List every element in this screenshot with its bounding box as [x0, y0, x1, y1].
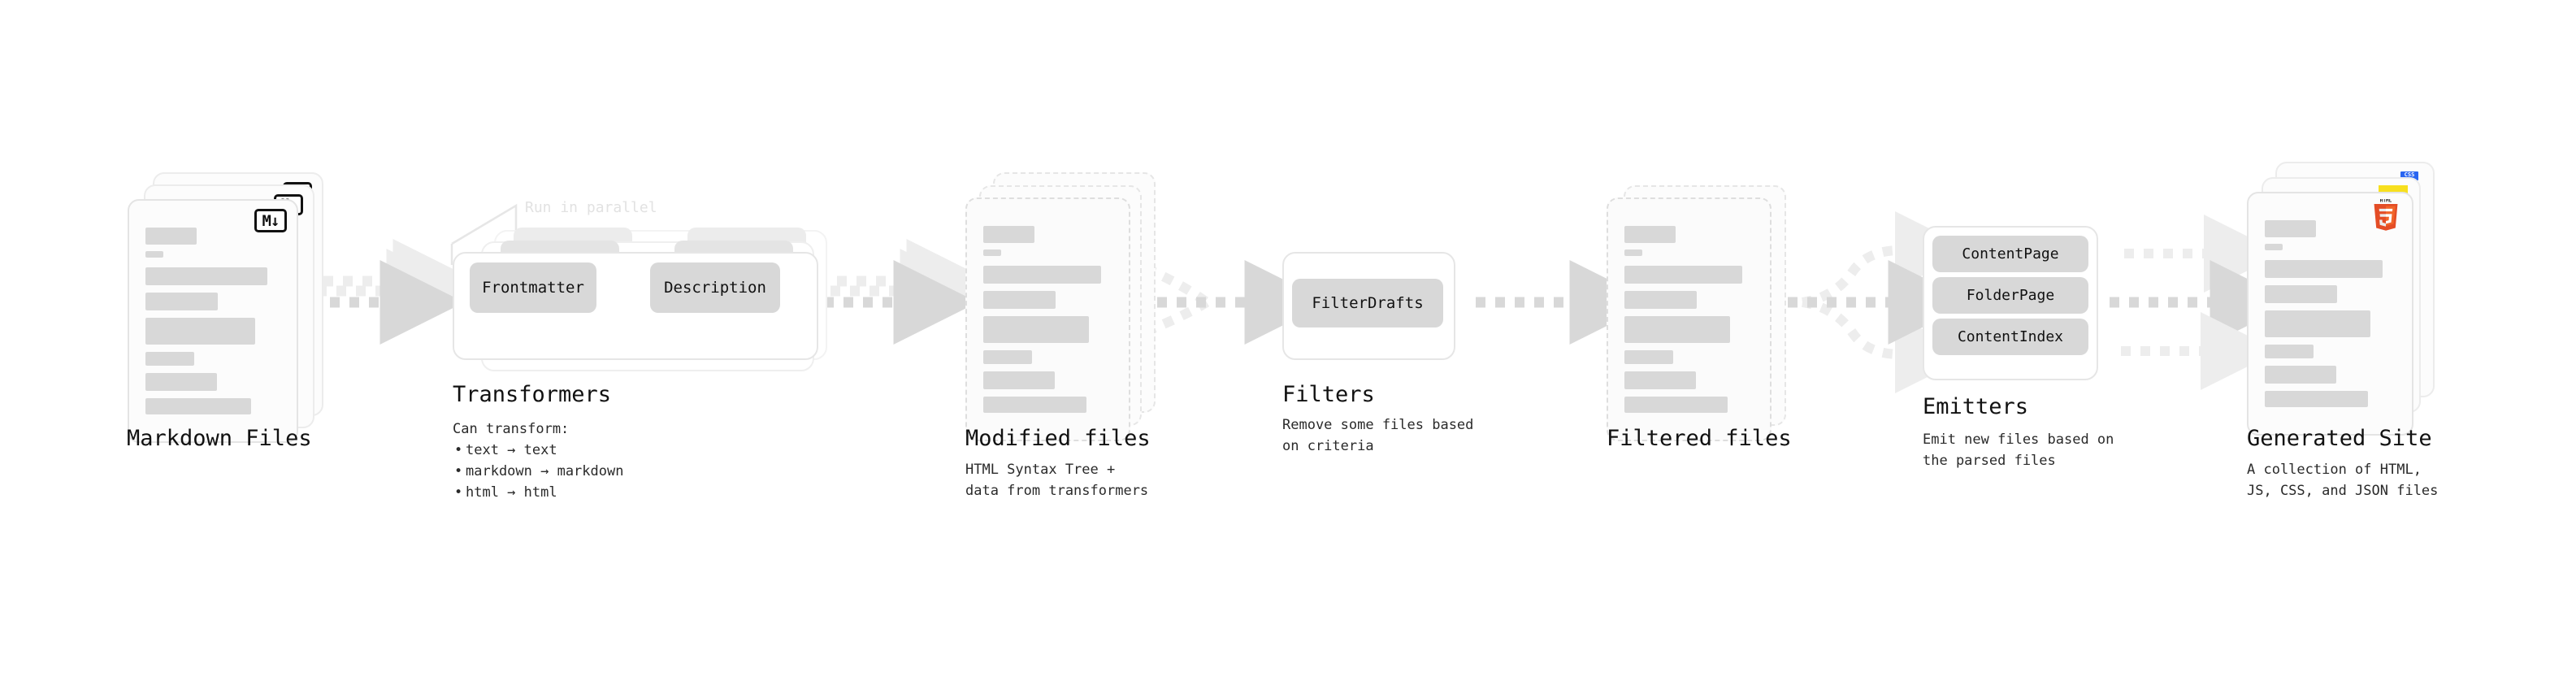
- site-card-front: HTML: [2247, 192, 2413, 436]
- arrow-filtered-to-emitters: [1788, 211, 1973, 393]
- arrow-emitters-to-site: [2110, 215, 2295, 390]
- emitters-chip-label: FolderPage: [1966, 287, 2055, 304]
- transformers-bullet: html → html: [453, 482, 623, 503]
- transformer-chip-label: Description: [664, 279, 766, 297]
- emitters-chip-label: ContentIndex: [1957, 328, 2064, 345]
- css3-icon-label: CSS: [2404, 171, 2415, 178]
- emitters-chip-label: ContentPage: [1962, 245, 2059, 262]
- filtered-card-front: [1607, 197, 1772, 441]
- modified-files-title: Modified files: [965, 426, 1151, 451]
- transformers-subtitle: Can transform:: [453, 421, 570, 437]
- transformers-bullet: text → text: [453, 440, 623, 461]
- arrow-transformers-to-modified: [824, 239, 991, 345]
- emitters-subtitle: Emit new files based on the parsed files: [1923, 432, 2114, 469]
- transformer-chip-label: Frontmatter: [482, 279, 584, 297]
- markdown-files-title: Markdown Files: [127, 426, 312, 451]
- transformer-chip-frontmatter[interactable]: Frontmatter: [470, 262, 596, 313]
- transformer-chip-description[interactable]: Description: [650, 262, 780, 313]
- generated-site-subtitle: A collection of HTML, JS, CSS, and JSON …: [2247, 462, 2439, 499]
- emitters-chip-contentpage[interactable]: ContentPage: [1932, 236, 2088, 272]
- html5-icon: HTML: [2374, 199, 2398, 231]
- emitters-chip-contentindex[interactable]: ContentIndex: [1932, 319, 2088, 355]
- transformers-title: Transformers: [453, 382, 612, 407]
- filters-chip-label: FilterDrafts: [1312, 294, 1424, 312]
- transformers-bullet: markdown → markdown: [453, 461, 623, 482]
- filtered-files-title: Filtered files: [1607, 426, 1792, 451]
- modified-files-subtitle: HTML Syntax Tree + data from transformer…: [965, 462, 1149, 499]
- svg-text:HTML: HTML: [2380, 199, 2392, 203]
- emitters-title: Emitters: [1923, 394, 2029, 419]
- markdown-card-front: M↓: [128, 199, 298, 443]
- run-in-parallel-label: Run in parallel: [525, 199, 657, 216]
- css3-icon: CSS: [2400, 171, 2418, 180]
- generated-site-title: Generated Site: [2247, 426, 2432, 451]
- arrow-markdown-to-transformers: [310, 239, 478, 345]
- transformers-bullet-list: text → text markdown → markdown html → h…: [453, 440, 623, 503]
- filters-chip-filterdrafts[interactable]: FilterDrafts: [1292, 279, 1443, 327]
- markdown-icon: M↓: [254, 209, 287, 232]
- filters-subtitle: Remove some files based on criteria: [1282, 417, 1474, 454]
- modified-card-front: [965, 197, 1130, 441]
- emitters-chip-folderpage[interactable]: FolderPage: [1932, 277, 2088, 314]
- filters-title: Filters: [1282, 382, 1375, 407]
